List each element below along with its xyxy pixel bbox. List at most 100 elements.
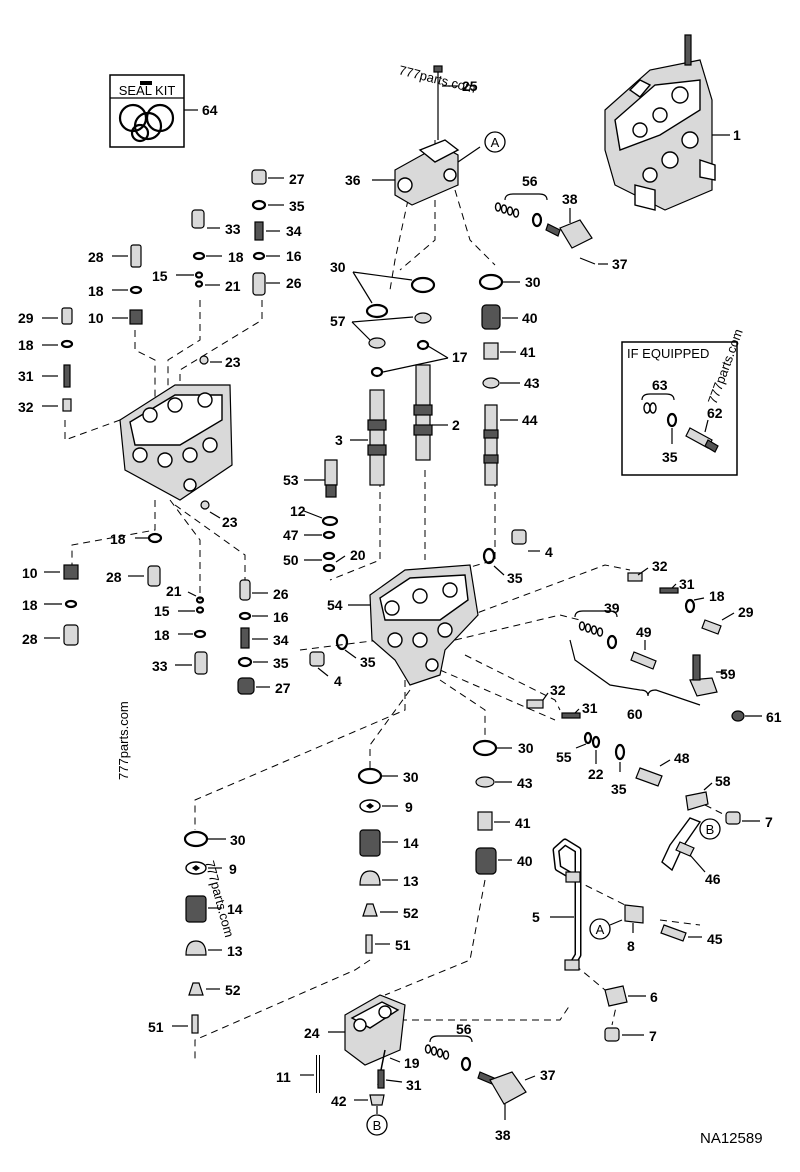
callout-48: 48 (674, 750, 690, 766)
callout-7-bottom: 7 (649, 1028, 657, 1044)
callout-42: 42 (331, 1093, 347, 1109)
callout-38-lower: 38 (495, 1127, 511, 1143)
callout-61: 61 (766, 709, 782, 725)
callout-34-top: 34 (286, 223, 302, 239)
callout-59: 59 (720, 666, 736, 682)
callout-37-lower: 37 (540, 1067, 556, 1083)
right-side-parts: 32 31 18 29 39 49 59 60 61 (569, 558, 782, 725)
callout-35-topleft: 35 (289, 198, 305, 214)
seal-kit-title: SEAL KIT (119, 83, 176, 98)
left-upper-parts: 27 35 34 16 26 33 18 15 21 28 18 10 (18, 169, 305, 415)
callout-30-lower-right: 30 (518, 740, 534, 756)
callout-58: 58 (715, 773, 731, 789)
callout-35-lower: 35 (611, 781, 627, 797)
callout-29-right: 29 (738, 604, 754, 620)
callout-31-bottom: 31 (406, 1077, 422, 1093)
callout-13-left: 13 (227, 943, 243, 959)
watermark-left: 777parts.com (116, 701, 131, 780)
callout-18-top1: 18 (228, 249, 244, 265)
relief-valve-53: 53 12 47 50 20 (283, 459, 366, 573)
callout-9-mid: 9 (405, 799, 413, 815)
callout-7-right: 7 (765, 814, 773, 830)
callout-29-left: 29 (18, 310, 34, 326)
callout-18-lowleft2: 18 (22, 597, 38, 613)
callout-30-lower-mid: 30 (403, 769, 419, 785)
callout-1: 1 (733, 127, 741, 143)
callout-16-bottom: 16 (273, 609, 289, 625)
callout-55: 55 (556, 749, 572, 765)
callout-4-left: 4 (334, 673, 342, 689)
callout-18-left: 18 (18, 337, 34, 353)
valve-assembly-1: 1 (604, 34, 741, 211)
callout-35-mid: 35 (507, 570, 523, 586)
lower-right-parts: 32 31 55 22 35 48 58 7 B 46 (526, 682, 773, 887)
callout-30-right: 30 (525, 274, 541, 290)
callout-43-bottom: 43 (517, 775, 533, 791)
callout-35-bottomleft: 35 (273, 655, 289, 671)
tube-and-fittings: 5 A 8 45 6 7 (532, 838, 723, 1044)
callout-4-right: 4 (545, 544, 553, 560)
callout-28-bottom-mid: 28 (106, 569, 122, 585)
callout-16-top: 16 (286, 248, 302, 264)
callout-56-lower: 56 (456, 1021, 472, 1037)
callout-56-upper: 56 (522, 173, 538, 189)
center-valve-body-54: 54 4 35 35 4 (309, 529, 553, 689)
callout-35-equipped: 35 (662, 449, 678, 465)
callout-28-top: 28 (88, 249, 104, 265)
drawing-reference-id: NA12589 (700, 1130, 763, 1147)
callout-28-bottom-left: 28 (22, 631, 38, 647)
callout-52-mid: 52 (403, 905, 419, 921)
callout-39: 39 (604, 600, 620, 616)
view-marker-a-lower: A (596, 922, 605, 937)
view-marker-b-right: B (706, 822, 715, 837)
right-lower-stack: 30 43 41 40 (472, 739, 534, 875)
callout-54: 54 (327, 597, 343, 613)
callout-23-bottom: 23 (222, 514, 238, 530)
callout-50: 50 (283, 552, 299, 568)
callout-27-bottom: 27 (275, 680, 291, 696)
callout-13-mid: 13 (403, 873, 419, 889)
callout-12: 12 (290, 503, 306, 519)
callout-45: 45 (707, 931, 723, 947)
callout-32-left: 32 (18, 399, 34, 415)
callout-21-bottom: 21 (166, 583, 182, 599)
callout-23-top: 23 (225, 354, 241, 370)
view-marker-a-top: A (491, 135, 500, 150)
callout-19: 19 (404, 1055, 420, 1071)
left-lower-parts: 18 10 18 28 28 21 15 18 33 26 16 34 (22, 531, 291, 696)
callout-14-left: 14 (227, 901, 243, 917)
if-equipped-box: IF EQUIPPED 63 62 35 (621, 341, 738, 476)
callout-43-top: 43 (524, 375, 540, 391)
callout-15-bottom: 15 (154, 603, 170, 619)
callout-20: 20 (350, 547, 366, 563)
callout-8: 8 (627, 938, 635, 954)
callout-31-lower: 31 (582, 700, 598, 716)
inlet-body-36: 25 36 A (345, 65, 506, 206)
callout-9-left: 9 (229, 861, 237, 877)
callout-33-top: 33 (225, 221, 241, 237)
spool-stack-40-44: 30 40 41 43 44 (478, 273, 541, 486)
callout-40-top: 40 (522, 310, 538, 326)
callout-33-bottom: 33 (152, 658, 168, 674)
callout-5: 5 (532, 909, 540, 925)
view-marker-b-bottom: B (373, 1118, 382, 1133)
callout-30-mid: 30 (330, 259, 346, 275)
center-lower-stack: 30 9 14 13 52 51 (357, 767, 419, 954)
callout-49: 49 (636, 624, 652, 640)
callout-26-bottom: 26 (273, 586, 289, 602)
callout-10-top: 10 (88, 310, 104, 326)
callout-44: 44 (522, 412, 538, 428)
solenoid-upper: 56 38 37 (494, 173, 628, 272)
callout-38-upper: 38 (562, 191, 578, 207)
callout-51-mid: 51 (395, 937, 411, 953)
callout-41-bottom: 41 (515, 815, 531, 831)
callout-11: 11 (276, 1069, 291, 1085)
callout-26-top: 26 (286, 275, 302, 291)
seal-kit: SEAL KIT 64 (109, 74, 218, 148)
callout-17: 17 (452, 349, 468, 365)
callout-34-bottom: 34 (273, 632, 289, 648)
callout-53: 53 (283, 472, 299, 488)
left-lower-stack: 30 9 14 13 52 51 (148, 830, 246, 1035)
callout-3: 3 (335, 432, 343, 448)
solenoid-lower: 56 37 38 (424, 1021, 556, 1143)
